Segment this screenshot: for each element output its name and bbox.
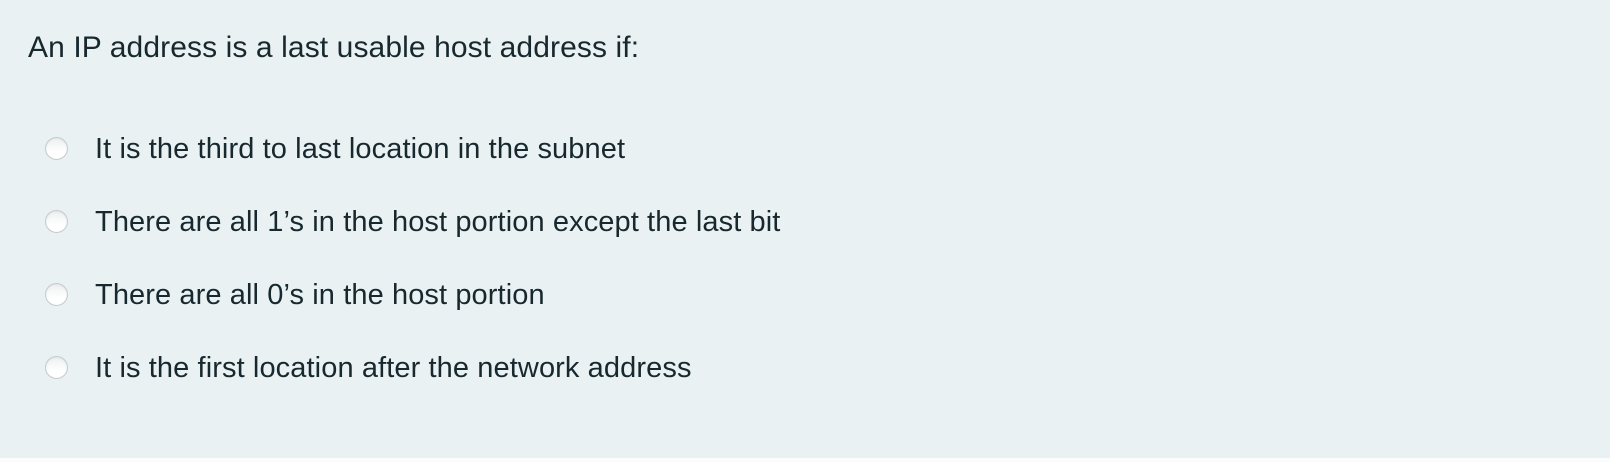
question-title: An IP address is a last usable host addr… [28,31,640,64]
radio-button-unselected-icon[interactable] [45,210,68,233]
option-label: It is the third to last location in the … [95,132,626,165]
bottom-edge-strip [0,458,1610,462]
radio-button-unselected-icon[interactable] [45,137,68,160]
option-row-2[interactable]: There are all 1’s in the host portion ex… [45,185,1582,258]
radio-button-unselected-icon[interactable] [45,356,68,379]
option-row-3[interactable]: There are all 0’s in the host portion [45,258,1582,331]
answer-options-list: It is the third to last location in the … [28,112,1582,404]
option-row-1[interactable]: It is the third to last location in the … [45,112,1582,185]
option-label: There are all 1’s in the host portion ex… [95,205,781,238]
option-label: There are all 0’s in the host portion [95,278,545,311]
option-label: It is the first location after the netwo… [95,351,692,384]
radio-button-unselected-icon[interactable] [45,283,68,306]
quiz-question-panel: An IP address is a last usable host addr… [28,31,1582,404]
option-row-4[interactable]: It is the first location after the netwo… [45,331,1582,404]
